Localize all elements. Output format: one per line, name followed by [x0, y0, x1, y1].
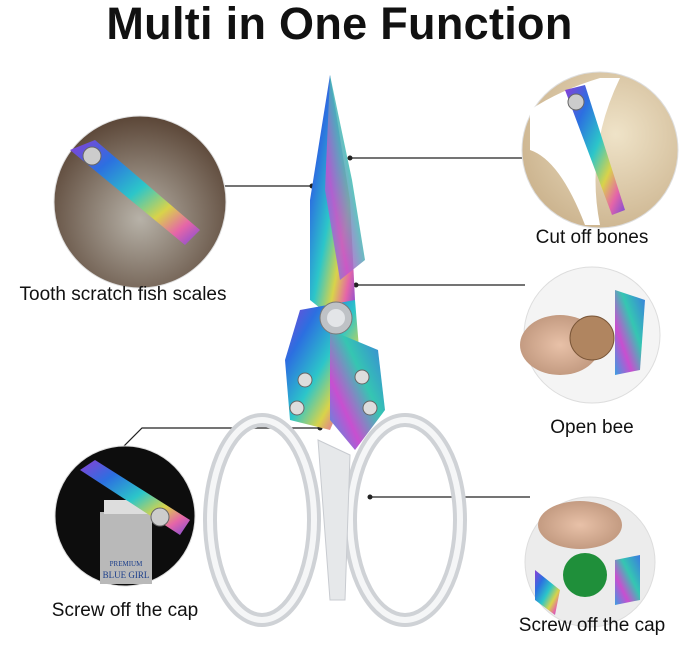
page-title: Multi in One Function: [106, 0, 573, 49]
feature-label-open: Open bee: [550, 417, 634, 438]
bottle-cap-photo: PREMIUM BLUE GIRL: [54, 445, 196, 587]
feature-label-fish-scales: Tooth scratch fish scales: [19, 284, 227, 305]
jar-lid-photo: [524, 496, 656, 628]
feature-label-cut-bones: Cut off bones: [535, 227, 649, 248]
connector-lines: [117, 157, 530, 498]
bottle-label-line1: PREMIUM: [110, 560, 143, 568]
bottle-label-line2: BLUE GIRL: [103, 570, 150, 580]
fish-scales-photo: [53, 115, 227, 289]
scissors: [203, 75, 467, 627]
feature-label-screw-cap-right: Screw off the cap: [518, 615, 666, 636]
bones-photo: [521, 71, 679, 229]
feature-label-screw-cap-left: Screw off the cap: [51, 600, 199, 621]
walnut-photo: [520, 266, 661, 404]
